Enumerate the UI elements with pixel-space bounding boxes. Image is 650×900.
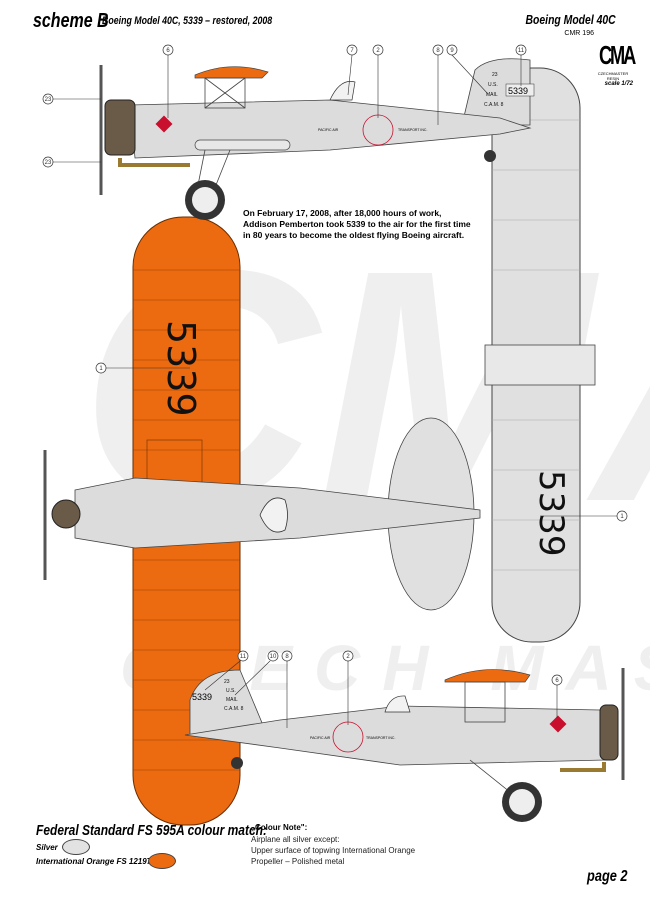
callout-bottom-2: 2 bbox=[342, 650, 354, 725]
callout-number: 6 bbox=[166, 48, 170, 54]
page-number: page 2 bbox=[587, 868, 628, 885]
callout-number: 7 bbox=[350, 48, 354, 54]
side-view-left: PACIFIC AIR TRANSPORT INC. 23 U.S. MAIL … bbox=[99, 58, 535, 220]
tail-marking: C.A.M. 8 bbox=[224, 706, 244, 712]
callout-number: 1 bbox=[99, 366, 103, 372]
colour-match-title: Federal Standard FS 595A colour match: bbox=[36, 822, 267, 839]
callout-top-23a: 23 bbox=[42, 93, 101, 105]
history-line: in 80 years to become the oldest flying … bbox=[243, 230, 465, 240]
callout-number: 11 bbox=[240, 654, 247, 660]
history-line: On February 17, 2008, after 18,000 hours… bbox=[243, 208, 442, 218]
fuselage-text-left: PACIFIC AIR bbox=[318, 128, 339, 132]
tail-marking: C.A.M. 8 bbox=[484, 102, 504, 108]
tail-marking: U.S. bbox=[226, 688, 236, 694]
lower-wing-underside: 5339 bbox=[484, 67, 596, 643]
side-view-right: PACIFIC AIR TRANSPORT INC. 23 U.S. MAIL … bbox=[184, 668, 625, 822]
fuselage-text-left: PACIFIC AIR bbox=[310, 736, 331, 740]
callout-number: 11 bbox=[518, 48, 525, 54]
logo-subtext: CZECHMASTER RESIN bbox=[597, 71, 629, 81]
fuselage-text-right: TRANSPORT INC. bbox=[398, 128, 427, 132]
callout-number: 10 bbox=[270, 654, 277, 660]
fuselage-text-right: TRANSPORT INC. bbox=[366, 736, 395, 740]
callout-number: 2 bbox=[376, 48, 380, 54]
tail-registration: 5339 bbox=[508, 86, 528, 96]
scheme-subtitle: Boeing Model 40C, 5339 – restored, 2008 bbox=[102, 15, 273, 27]
callout-bottom-10: 10 bbox=[234, 650, 279, 696]
callout-number: 9 bbox=[450, 48, 454, 54]
catalog-number: CMR 196 bbox=[564, 30, 594, 37]
callout-number: 23 bbox=[45, 160, 52, 166]
tail-marking: 23 bbox=[492, 72, 498, 78]
callout-number: 8 bbox=[285, 654, 289, 660]
model-title: Boeing Model 40C bbox=[525, 12, 616, 27]
callout-bottom-6: 6 bbox=[551, 674, 563, 718]
history-line: Addison Pemberton took 5339 to the air f… bbox=[243, 219, 471, 229]
callout-top-7: 7 bbox=[346, 44, 358, 96]
tail-marking: MAIL bbox=[226, 697, 238, 703]
plan-view bbox=[43, 417, 481, 611]
logo-text: CMA bbox=[599, 40, 636, 70]
callout-bottom-11: 11 bbox=[204, 650, 249, 691]
tail-registration: 5339 bbox=[192, 692, 212, 702]
cma-logo: CMA CZECHMASTER RESIN scale 1/72 bbox=[593, 40, 636, 100]
callout-right-wing-1: 1 bbox=[540, 510, 628, 522]
history-note: On February 17, 2008, after 18,000 hours… bbox=[243, 208, 471, 241]
wing-registration: 5339 bbox=[159, 320, 203, 417]
tail-marking: U.S. bbox=[488, 82, 498, 88]
wing-registration: 5339 bbox=[531, 470, 571, 557]
tail-marking: MAIL bbox=[486, 92, 498, 98]
callout-left-wing-1: 1 bbox=[95, 362, 190, 374]
callout-number: 8 bbox=[436, 48, 440, 54]
orange-swatch bbox=[148, 853, 176, 869]
callout-top-23b: 23 bbox=[42, 156, 101, 168]
callout-bottom-8: 8 bbox=[281, 650, 293, 728]
callout-top-8: 8 bbox=[432, 44, 444, 125]
colour-note-line: Airplane all silver except: bbox=[251, 835, 340, 844]
colour-orange-label: International Orange FS 12197 bbox=[36, 857, 152, 866]
scheme-title: scheme B bbox=[33, 10, 109, 32]
callout-number: 23 bbox=[45, 97, 52, 103]
callout-number: 6 bbox=[555, 678, 559, 684]
colour-note-line: Upper surface of topwing International O… bbox=[251, 846, 416, 855]
colour-note-line: Propeller – Polished metal bbox=[251, 857, 345, 866]
scale-label: scale 1/72 bbox=[604, 81, 633, 87]
silver-swatch bbox=[62, 839, 90, 855]
colour-note-title: „Colour Note": bbox=[251, 823, 308, 832]
tail-marking: 23 bbox=[224, 679, 230, 685]
colour-silver-label: Silver bbox=[36, 843, 58, 852]
callout-top-6: 6 bbox=[162, 44, 174, 118]
callout-top-2: 2 bbox=[372, 44, 384, 118]
callout-top-9: 9 bbox=[446, 44, 489, 95]
callout-number: 2 bbox=[346, 654, 350, 660]
callout-number: 1 bbox=[620, 514, 624, 520]
callout-top-11: 11 bbox=[515, 44, 527, 86]
